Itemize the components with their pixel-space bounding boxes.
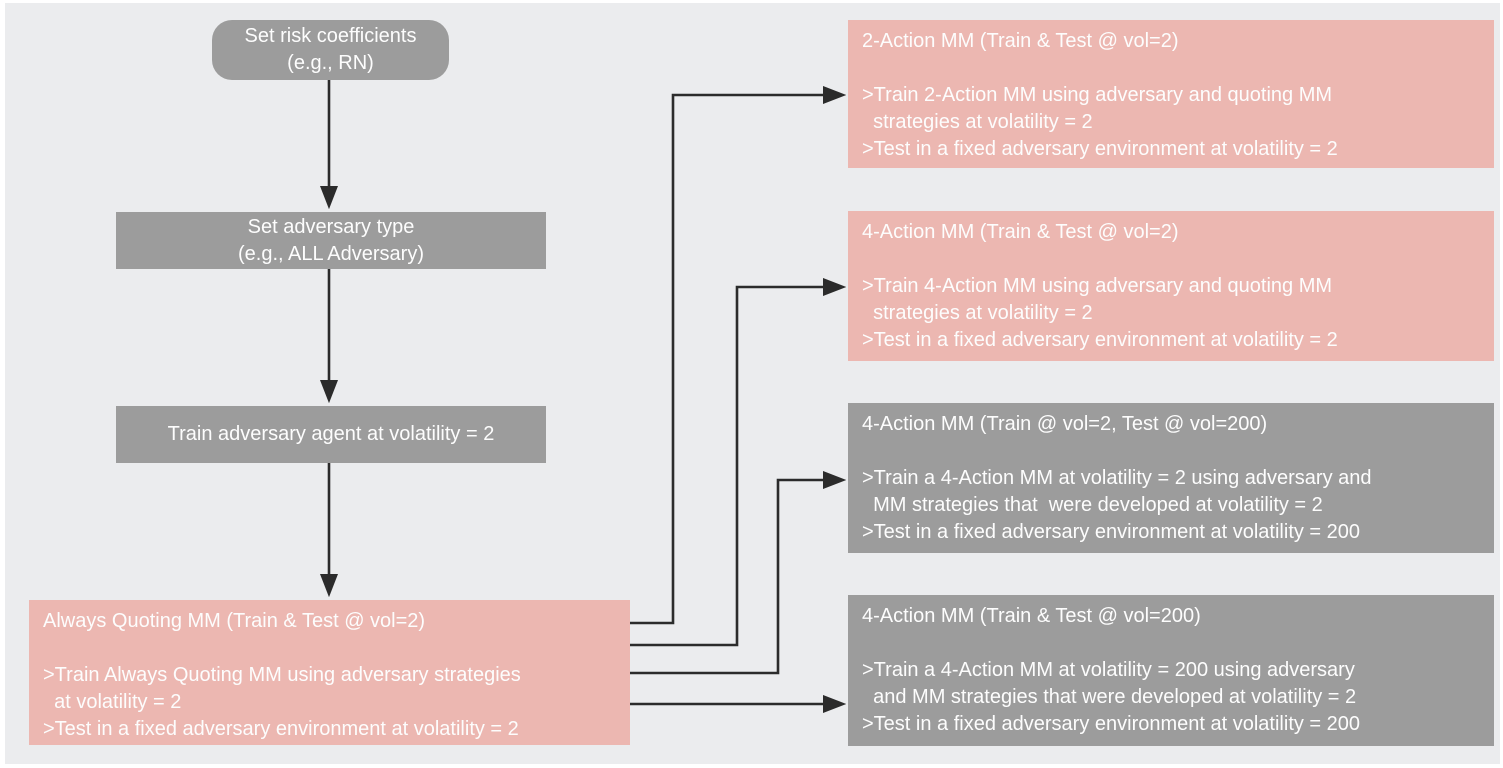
node-line: >Train Always Quoting MM using adversary… [43, 664, 521, 686]
node-line: (e.g., RN) [287, 52, 374, 74]
node-always-quoting-mm: Always Quoting MM (Train & Test @ vol=2)… [29, 600, 630, 745]
result-box-4action-vol2: 4-Action MM (Train & Test @ vol=2) >Trai… [848, 211, 1494, 361]
node-line: strategies at volatility = 2 [862, 302, 1093, 324]
result-box-2action-vol2: 2-Action MM (Train & Test @ vol=2) >Trai… [848, 20, 1494, 168]
result-box-4action-train-vol2-test-vol200: 4-Action MM (Train @ vol=2, Test @ vol=2… [848, 403, 1494, 553]
node-line: strategies at volatility = 2 [862, 111, 1093, 133]
node-line: >Test in a fixed adversary environment a… [862, 713, 1361, 735]
node-line: MM strategies that were developed at vol… [862, 494, 1323, 516]
node-line: >Test in a fixed adversary environment a… [862, 138, 1338, 160]
node-line: >Train a 4-Action MM at volatility = 200… [862, 659, 1355, 681]
connector-to-result-2 [630, 470, 847, 675]
node-line: >Train 2-Action MM using adversary and q… [862, 84, 1333, 106]
node-title: Always Quoting MM (Train & Test @ vol=2) [43, 610, 426, 632]
connector-to-result-1 [630, 277, 847, 647]
node-line: >Train 4-Action MM using adversary and q… [862, 275, 1333, 297]
node-title: 4-Action MM (Train & Test @ vol=2) [862, 221, 1179, 243]
node-line: >Test in a fixed adversary environment a… [862, 521, 1361, 543]
node-line: and MM strategies that were developed at… [862, 686, 1357, 708]
node-line: >Test in a fixed adversary environment a… [43, 718, 519, 740]
node-line: Set adversary type [247, 215, 415, 238]
node-line: Set risk coefficients [244, 25, 417, 47]
connector-to-result-0 [630, 85, 847, 625]
node-line: >Train a 4-Action MM at volatility = 2 u… [862, 467, 1372, 489]
node-title: 2-Action MM (Train & Test @ vol=2) [862, 30, 1179, 52]
node-title: 4-Action MM (Train & Test @ vol=200) [862, 605, 1201, 627]
node-title: 4-Action MM (Train @ vol=2, Test @ vol=2… [862, 413, 1268, 435]
node-train-adversary-agent: Train adversary agent at volatility = 2 [116, 406, 546, 463]
result-box-4action-vol200: 4-Action MM (Train & Test @ vol=200) >Tr… [848, 595, 1494, 746]
node-set-risk-coefficients: Set risk coefficients (e.g., RN) [212, 20, 449, 80]
node-line: at volatility = 2 [43, 691, 182, 713]
node-line: (e.g., ALL Adversary) [237, 242, 424, 265]
node-set-adversary-type: Set adversary type (e.g., ALL Adversary) [116, 212, 546, 269]
node-line: Train adversary agent at volatility = 2 [167, 423, 495, 445]
node-line: >Test in a fixed adversary environment a… [862, 329, 1338, 351]
